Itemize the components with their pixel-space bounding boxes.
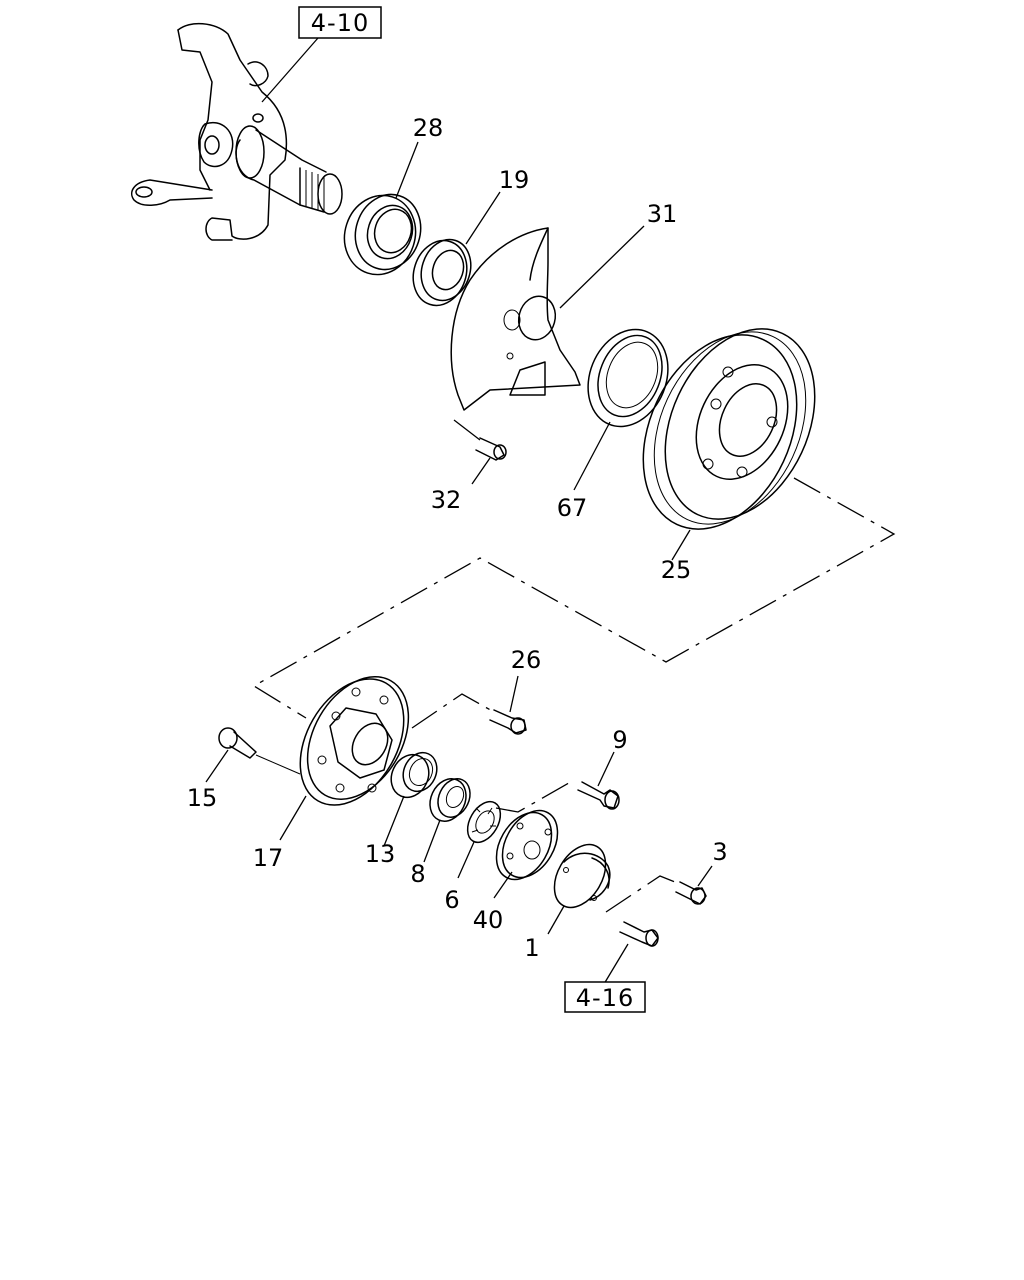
- steering-knuckle: [130, 22, 343, 241]
- part-13-bearing: [390, 751, 438, 799]
- callout-1[interactable]: 1: [524, 934, 539, 962]
- callout-9[interactable]: 9: [612, 726, 627, 754]
- callout-19[interactable]: 19: [499, 166, 530, 194]
- part-19-bearing: [412, 238, 472, 307]
- callout-13[interactable]: 13: [365, 840, 396, 868]
- part-26-bolt: [489, 709, 527, 735]
- alignment-line-disc-to-hub: [252, 477, 896, 719]
- callout-3[interactable]: 3: [712, 838, 727, 866]
- callout-32[interactable]: 32: [431, 486, 462, 514]
- part-1-hub-cap: [553, 843, 611, 909]
- part-4-16-screw: [619, 921, 659, 947]
- part-32-bolt: [475, 437, 507, 461]
- callout-15[interactable]: 15: [187, 784, 218, 812]
- part-6-lock-washer: [466, 800, 502, 844]
- part-28-bearing: [343, 193, 422, 276]
- part-67-seal: [587, 328, 669, 428]
- callout-25[interactable]: 25: [661, 556, 692, 584]
- part-31-dust-shield: [450, 227, 581, 411]
- callout-8[interactable]: 8: [410, 860, 425, 888]
- callout-28[interactable]: 28: [413, 114, 444, 142]
- callout-6[interactable]: 6: [444, 886, 459, 914]
- callout-67[interactable]: 67: [557, 494, 588, 522]
- callout-26[interactable]: 26: [511, 646, 542, 674]
- reference-box-4-16[interactable]: 4-16: [564, 981, 646, 1013]
- svg-text:4-16: 4-16: [576, 984, 634, 1012]
- part-9-screw: [577, 781, 620, 810]
- part-25-brake-disc: [642, 328, 816, 530]
- part-3-bolt: [675, 881, 707, 905]
- part-15-stud: [218, 727, 257, 759]
- callout-40[interactable]: 40: [473, 906, 504, 934]
- callout-17[interactable]: 17: [253, 844, 284, 872]
- svg-text:4-10: 4-10: [311, 9, 369, 37]
- part-40-flange: [495, 809, 559, 881]
- reference-box-4-10[interactable]: 4-10: [298, 6, 382, 39]
- callout-31[interactable]: 31: [647, 200, 678, 228]
- part-8-nut: [429, 778, 471, 822]
- part-17-hub: [299, 676, 410, 806]
